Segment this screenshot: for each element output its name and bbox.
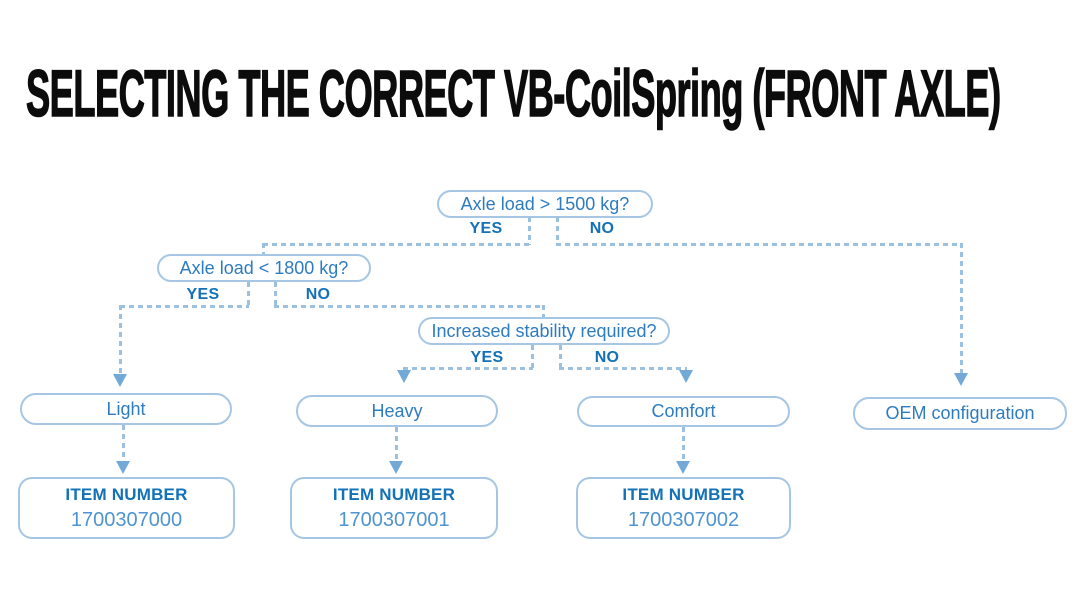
decision-box-axle-load-1800kg: Axle load < 1800 kg? <box>157 254 371 282</box>
page-title: SELECTING THE CORRECT VB-CoilSpring (FRO… <box>26 56 1002 130</box>
connector-q2-yes-stub <box>247 282 250 307</box>
result-box-oem-configuration: OEM configuration <box>853 397 1067 430</box>
arrow-down-icon <box>679 370 693 383</box>
connector-q1-no-stub <box>556 217 559 245</box>
connector-q2-yes-horizontal <box>120 305 249 308</box>
arrow-down-icon <box>113 374 127 387</box>
connector-q3-yes-stub <box>531 345 534 369</box>
no-label: NO <box>305 286 331 303</box>
connector-q2-no-horizontal <box>274 305 544 308</box>
decision-box-increased-stability: Increased stability required? <box>418 317 670 345</box>
connector-q1-yes-horizontal <box>263 243 530 246</box>
connector-heavy-to-item <box>395 427 398 461</box>
item-number-box-heavy: ITEM NUMBER 1700307001 <box>290 477 498 539</box>
item-number-box-comfort: ITEM NUMBER 1700307002 <box>576 477 791 539</box>
connector-q3-no-stub <box>559 345 562 369</box>
connector-q1-no-horizontal <box>556 243 962 246</box>
connector-light-to-item <box>122 425 125 461</box>
connector-q3-entry <box>542 305 545 317</box>
connector-oem-vertical <box>960 243 963 373</box>
connector-q3-yes-horizontal <box>403 367 533 370</box>
arrow-down-icon <box>397 370 411 383</box>
item-number-heading: ITEM NUMBER <box>332 484 456 504</box>
result-box-light: Light <box>20 393 232 425</box>
no-label: NO <box>589 220 615 237</box>
connector-q2-no-stub <box>274 282 277 307</box>
connector-comfort-to-item <box>682 427 685 461</box>
result-box-comfort: Comfort <box>577 396 790 427</box>
item-number-value: 1700307001 <box>338 508 450 531</box>
yes-label: YES <box>470 349 504 366</box>
decision-box-axle-load-1500kg: Axle load > 1500 kg? <box>437 190 653 218</box>
connector-q1-yes-stub <box>528 217 531 245</box>
yes-label: YES <box>469 220 503 237</box>
connector-q3-no-horizontal <box>559 367 687 370</box>
connector-q2-entry <box>262 243 265 254</box>
result-box-heavy: Heavy <box>296 395 498 427</box>
item-number-value: 1700307002 <box>627 508 740 531</box>
arrow-down-icon <box>954 373 968 386</box>
connector-light-vertical <box>119 305 122 374</box>
no-label: NO <box>594 349 620 366</box>
arrow-down-icon <box>676 461 690 474</box>
arrow-down-icon <box>116 461 130 474</box>
item-number-heading: ITEM NUMBER <box>622 484 745 504</box>
arrow-down-icon <box>389 461 403 474</box>
item-number-box-light: ITEM NUMBER 1700307000 <box>18 477 235 539</box>
item-number-heading: ITEM NUMBER <box>65 484 188 504</box>
item-number-value: 1700307000 <box>70 508 183 531</box>
yes-label: YES <box>186 286 220 303</box>
